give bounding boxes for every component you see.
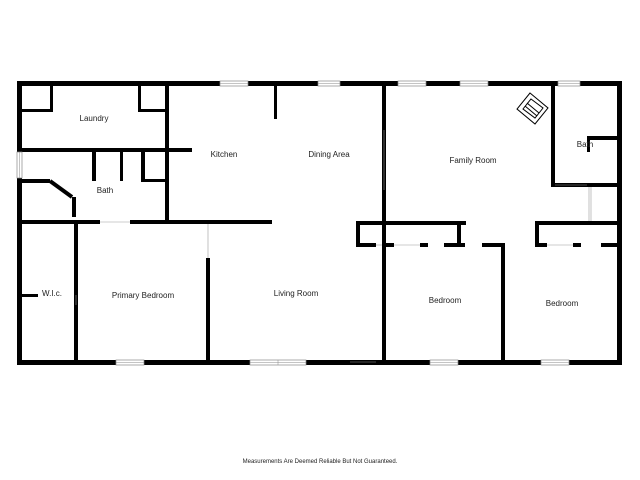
room-label-laundry: Laundry [80, 114, 109, 123]
room-label-wic: W.I.c. [42, 289, 62, 298]
door-openings [75, 130, 592, 363]
room-labels: Laundry Kitchen Dining Area Family Room … [42, 114, 593, 308]
interior-walls [22, 86, 617, 360]
room-label-primary-bedroom: Primary Bedroom [112, 291, 175, 300]
windows [16, 80, 581, 366]
room-label-bedroom-right: Bedroom [546, 299, 579, 308]
room-label-dining-area: Dining Area [308, 150, 350, 159]
disclaimer-text: Measurements Are Deemed Reliable But Not… [242, 459, 398, 465]
room-label-living-room: Living Room [274, 289, 319, 298]
room-label-bath-right: Bath [577, 140, 593, 149]
bath-angled-wall [48, 179, 74, 199]
room-label-kitchen: Kitchen [211, 150, 238, 159]
room-label-bedroom-middle: Bedroom [429, 296, 462, 305]
room-label-family-room: Family Room [449, 156, 496, 165]
room-label-bath-left: Bath [97, 186, 113, 195]
fireplace-icon [516, 92, 549, 125]
